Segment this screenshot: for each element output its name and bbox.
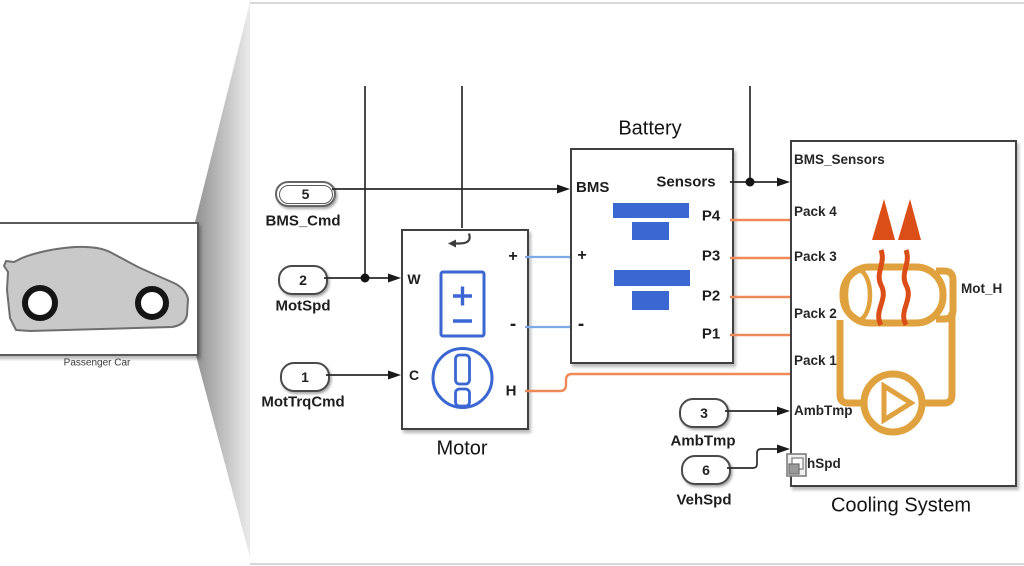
cooling-port-veh-spd: hSpd [807, 456, 841, 471]
motor-title: Motor [436, 437, 488, 460]
battery-port-p2: P2 [701, 287, 721, 305]
battery-port-p4: P4 [701, 207, 721, 225]
motor-port-minus: - [509, 314, 517, 335]
inport-number: 6 [702, 462, 710, 478]
cooling-port-amb-tmp: AmbTmp [794, 403, 853, 418]
inport-6-veh-spd[interactable]: 6 [681, 455, 731, 485]
motor-port-h: H [505, 382, 517, 400]
battery-port-bms: BMS [576, 179, 610, 196]
inport-1-mot-trq-cmd[interactable]: 1 [280, 362, 330, 392]
passenger-car-block[interactable] [0, 222, 199, 356]
inport-number: 2 [299, 272, 307, 288]
inport-number: 5 [301, 186, 310, 202]
cooling-title: Cooling System [830, 494, 972, 517]
battery-block[interactable] [570, 148, 734, 364]
cooling-port-bms-sensors: BMS_Sensors [794, 152, 885, 167]
motor-port-c: C [408, 367, 420, 383]
inport-label-amb-tmp: AmbTmp [670, 432, 736, 450]
inport-label-mot-trq-cmd: MotTrqCmd [261, 393, 345, 411]
motor-port-plus: + [508, 248, 518, 265]
cooling-port-pack1: Pack 1 [794, 353, 837, 368]
inport-label-mot-spd: MotSpd [275, 297, 331, 315]
cooling-port-pack3: Pack 3 [794, 249, 837, 264]
battery-port-plus: + [577, 247, 587, 264]
passenger-car-label: Passenger Car [63, 357, 131, 369]
wire-motor-h[interactable] [525, 372, 790, 393]
inport-label-bms-cmd: BMS_Cmd [265, 212, 341, 230]
battery-port-sensors: Sensors [656, 173, 716, 191]
inport-number: 3 [700, 405, 708, 421]
inport-label-veh-spd: VehSpd [676, 491, 732, 509]
battery-title: Battery [618, 117, 682, 140]
wire-veh-spd[interactable] [727, 448, 777, 469]
inport-3-amb-tmp[interactable]: 3 [679, 398, 729, 428]
inport-5-bms-cmd[interactable]: 5 [275, 181, 336, 207]
inport-number: 1 [301, 369, 309, 385]
cooling-port-pack4: Pack 4 [794, 204, 837, 219]
battery-port-p3: P3 [701, 247, 721, 265]
battery-port-p1: P1 [701, 325, 721, 343]
motor-port-w: W [407, 271, 421, 287]
inport-2-mot-spd[interactable]: 2 [278, 265, 328, 295]
cooling-label-mot-h: Mot_H [961, 281, 1003, 296]
battery-port-minus: - [577, 314, 585, 335]
cooling-port-pack2: Pack 2 [794, 306, 837, 321]
